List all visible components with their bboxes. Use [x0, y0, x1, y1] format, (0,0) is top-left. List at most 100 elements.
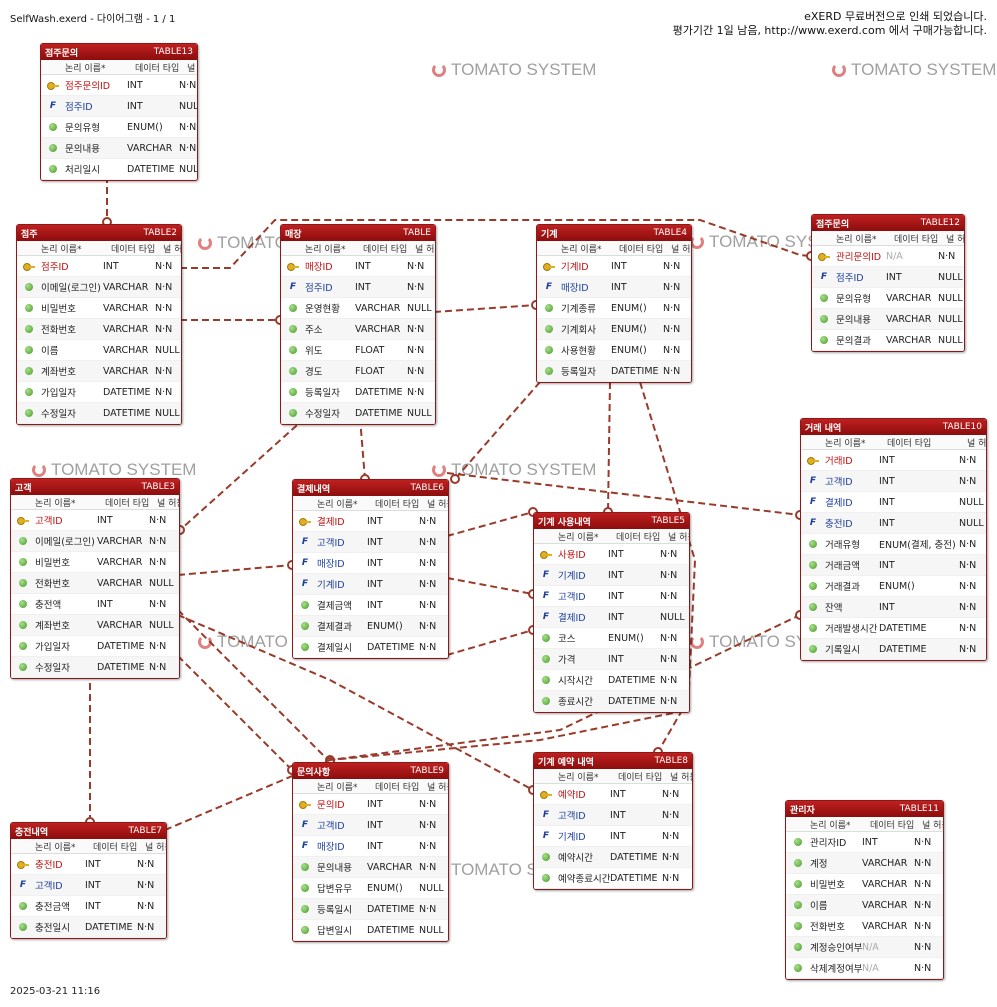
relationship-line[interactable] [164, 614, 801, 831]
relationship-line[interactable] [446, 472, 801, 516]
relationship-line[interactable] [607, 381, 611, 513]
relationship-line[interactable] [180, 219, 812, 269]
relationship-line[interactable] [177, 614, 534, 791]
relationship-line[interactable] [446, 511, 534, 537]
relationship-line[interactable] [177, 655, 293, 771]
relationship-line[interactable] [177, 609, 331, 763]
attribute-row[interactable]: 처리일시DATETIMENULL [41, 159, 197, 180]
relationship-line[interactable] [446, 629, 534, 656]
relationship-line[interactable] [433, 304, 537, 313]
relationship-line[interactable] [454, 381, 541, 480]
